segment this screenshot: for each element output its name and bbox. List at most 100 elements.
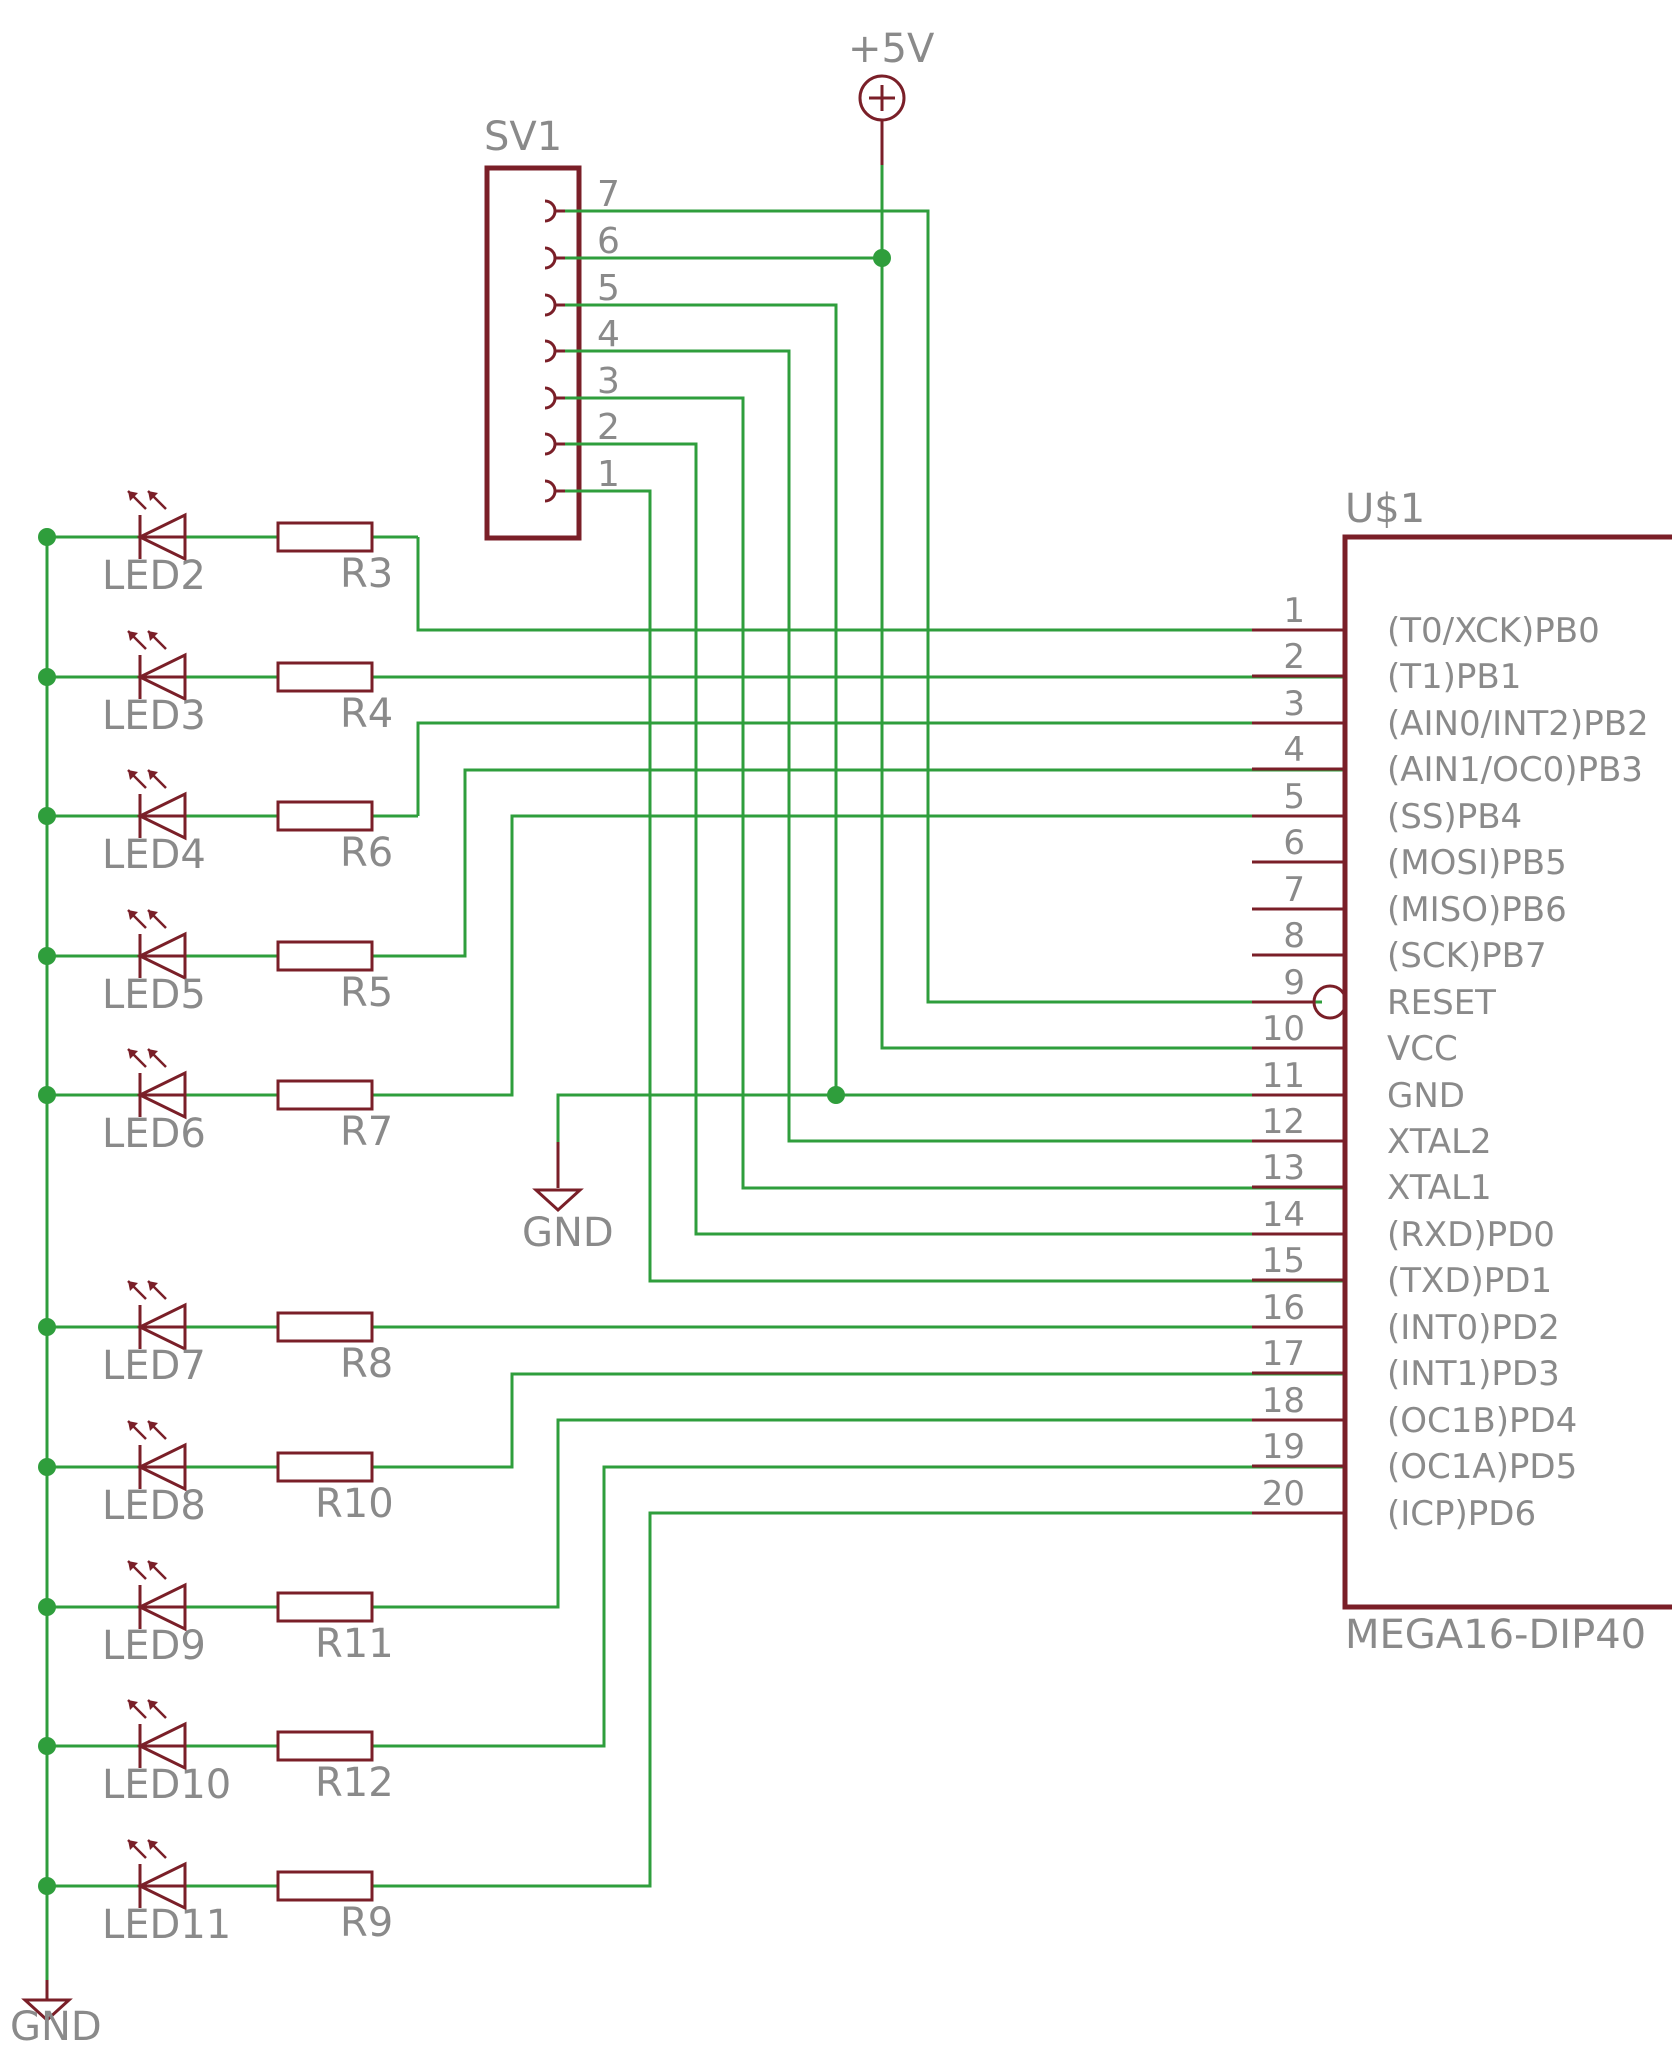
chip-label: U$1 <box>1345 486 1425 532</box>
led-diode <box>127 490 187 562</box>
led-diode <box>127 1560 187 1632</box>
led-label: LED5 <box>102 972 206 1018</box>
led-label: LED4 <box>102 832 206 878</box>
chip-pin-number: 13 <box>1262 1148 1305 1188</box>
header-pin-number: 2 <box>597 407 620 448</box>
led-label: LED7 <box>102 1343 206 1389</box>
chip-pin: 18(OC1B)PD4 <box>1252 1381 1577 1441</box>
led-label: LED6 <box>102 1111 206 1157</box>
chip-pin-number: 7 <box>1283 870 1305 910</box>
chip-pin-name: (INT1)PD3 <box>1387 1354 1560 1394</box>
header-pin-number: 7 <box>597 174 620 215</box>
chip-pin: 7(MISO)PB6 <box>1252 870 1567 930</box>
chip-pin-name: (OC1B)PD4 <box>1387 1401 1577 1441</box>
resistor <box>276 1451 374 1483</box>
resistor <box>276 940 374 972</box>
led-row: LED3 R4 <box>38 630 418 739</box>
chip-pin-number: 2 <box>1283 637 1305 677</box>
chip-pin-name: (T1)PB1 <box>1387 657 1521 697</box>
header-pin: 3 <box>544 361 620 410</box>
chip-pin-name: (OC1A)PD5 <box>1387 1447 1577 1487</box>
resistor-label: R12 <box>315 1760 394 1806</box>
led-wiring <box>416 537 1345 1888</box>
chip-ground-net: GND <box>522 1086 1345 1256</box>
header-wiring <box>565 165 1345 1283</box>
led-diode <box>127 1699 187 1771</box>
chip-pin-name: VCC <box>1387 1029 1458 1069</box>
chip-pin: 19 (OC1A)PD5 <box>1252 1427 1577 1487</box>
resistor <box>276 1870 374 1902</box>
ground-label-bus: GND <box>10 2004 102 2047</box>
chip-pin-name: RESET <box>1387 983 1496 1023</box>
chip-pin-number: 4 <box>1283 730 1305 770</box>
chip-pin-number: 8 <box>1283 916 1305 956</box>
chip-body <box>1342 534 1672 1610</box>
led-label: LED11 <box>102 1902 231 1948</box>
led-diode <box>127 1420 187 1492</box>
chip-pin-name: (AIN1/OC0)PB3 <box>1387 750 1643 790</box>
chip-u1: U$1 MEGA16-DIP40 1(T0/XCK)PB02(T1)PB13(A… <box>1252 486 1672 1658</box>
header-pin: 7 <box>544 174 620 223</box>
ground-label-chip: GND <box>522 1210 614 1256</box>
chip-pin-number: 11 <box>1262 1056 1305 1096</box>
resistor <box>276 800 374 832</box>
resistor <box>276 661 374 693</box>
ground-bus: GND <box>10 537 102 2047</box>
resistor <box>276 1079 374 1111</box>
chip-pin-name: (ICP)PD6 <box>1387 1494 1536 1534</box>
chip-pin-number: 14 <box>1262 1195 1305 1235</box>
header-pin: 5 <box>544 268 620 317</box>
led-row: LED5 R5 <box>38 909 418 1018</box>
chip-pin-name: (SS)PB4 <box>1387 797 1522 837</box>
resistor-label: R7 <box>340 1109 393 1155</box>
header-pin: 1 <box>544 454 620 503</box>
resistor-label: R11 <box>315 1621 394 1667</box>
chip-pin: 8 (SCK)PB7 <box>1252 916 1547 976</box>
header-pin-number: 4 <box>597 314 620 355</box>
ground-symbol-bus <box>21 1998 73 2023</box>
resistor <box>276 1311 374 1343</box>
resistor-label: R6 <box>340 830 393 876</box>
chip-pin-number: 15 <box>1262 1241 1305 1281</box>
ground-symbol-chip <box>532 1188 584 1213</box>
led-diode <box>127 909 187 981</box>
led-label: LED10 <box>102 1762 231 1808</box>
led-diode <box>127 1048 187 1120</box>
resistor-label: R3 <box>340 551 393 597</box>
led-label: LED9 <box>102 1623 206 1669</box>
chip-pin-number: 6 <box>1283 823 1305 863</box>
chip-pin-name: GND <box>1387 1076 1465 1116</box>
header-pin: 4 <box>544 314 620 363</box>
header-label: SV1 <box>484 114 562 160</box>
resistor-label: R4 <box>340 691 393 737</box>
resistor-label: R5 <box>340 970 393 1016</box>
chip-pin-number: 19 <box>1262 1427 1305 1467</box>
chip-pin: 17(INT1)PD3 <box>1252 1334 1560 1394</box>
header-pin-number: 6 <box>597 221 620 262</box>
header-sv1: SV1 7 6 5 4 32 1 <box>484 114 620 541</box>
resistor <box>276 521 374 553</box>
led-diode <box>127 769 187 841</box>
chip-pin: 16(INT0)PD2 <box>1252 1288 1560 1348</box>
chip-pin-name: (SCK)PB7 <box>1387 936 1547 976</box>
led-diode <box>127 1839 187 1911</box>
resistor <box>276 1591 374 1623</box>
chip-pin: 15(TXD)PD1 <box>1252 1241 1552 1301</box>
chip-pin: 1(T0/XCK)PB0 <box>1252 591 1600 651</box>
chip-pin: 5(SS)PB4 <box>1252 777 1522 837</box>
resistor <box>276 1730 374 1762</box>
chip-pin-name: (T0/XCK)PB0 <box>1387 611 1600 651</box>
supply-label: +5V <box>848 26 935 72</box>
header-pin-number: 5 <box>597 268 620 309</box>
chip-pin-name: (AIN0/INT2)PB2 <box>1387 704 1649 744</box>
chip-pin-name: (INT0)PD2 <box>1387 1308 1560 1348</box>
chip-pin: 6(MOSI)PB5 <box>1252 823 1567 883</box>
led-row: LED10 R12 <box>38 1699 418 1808</box>
led-label: LED3 <box>102 693 206 739</box>
